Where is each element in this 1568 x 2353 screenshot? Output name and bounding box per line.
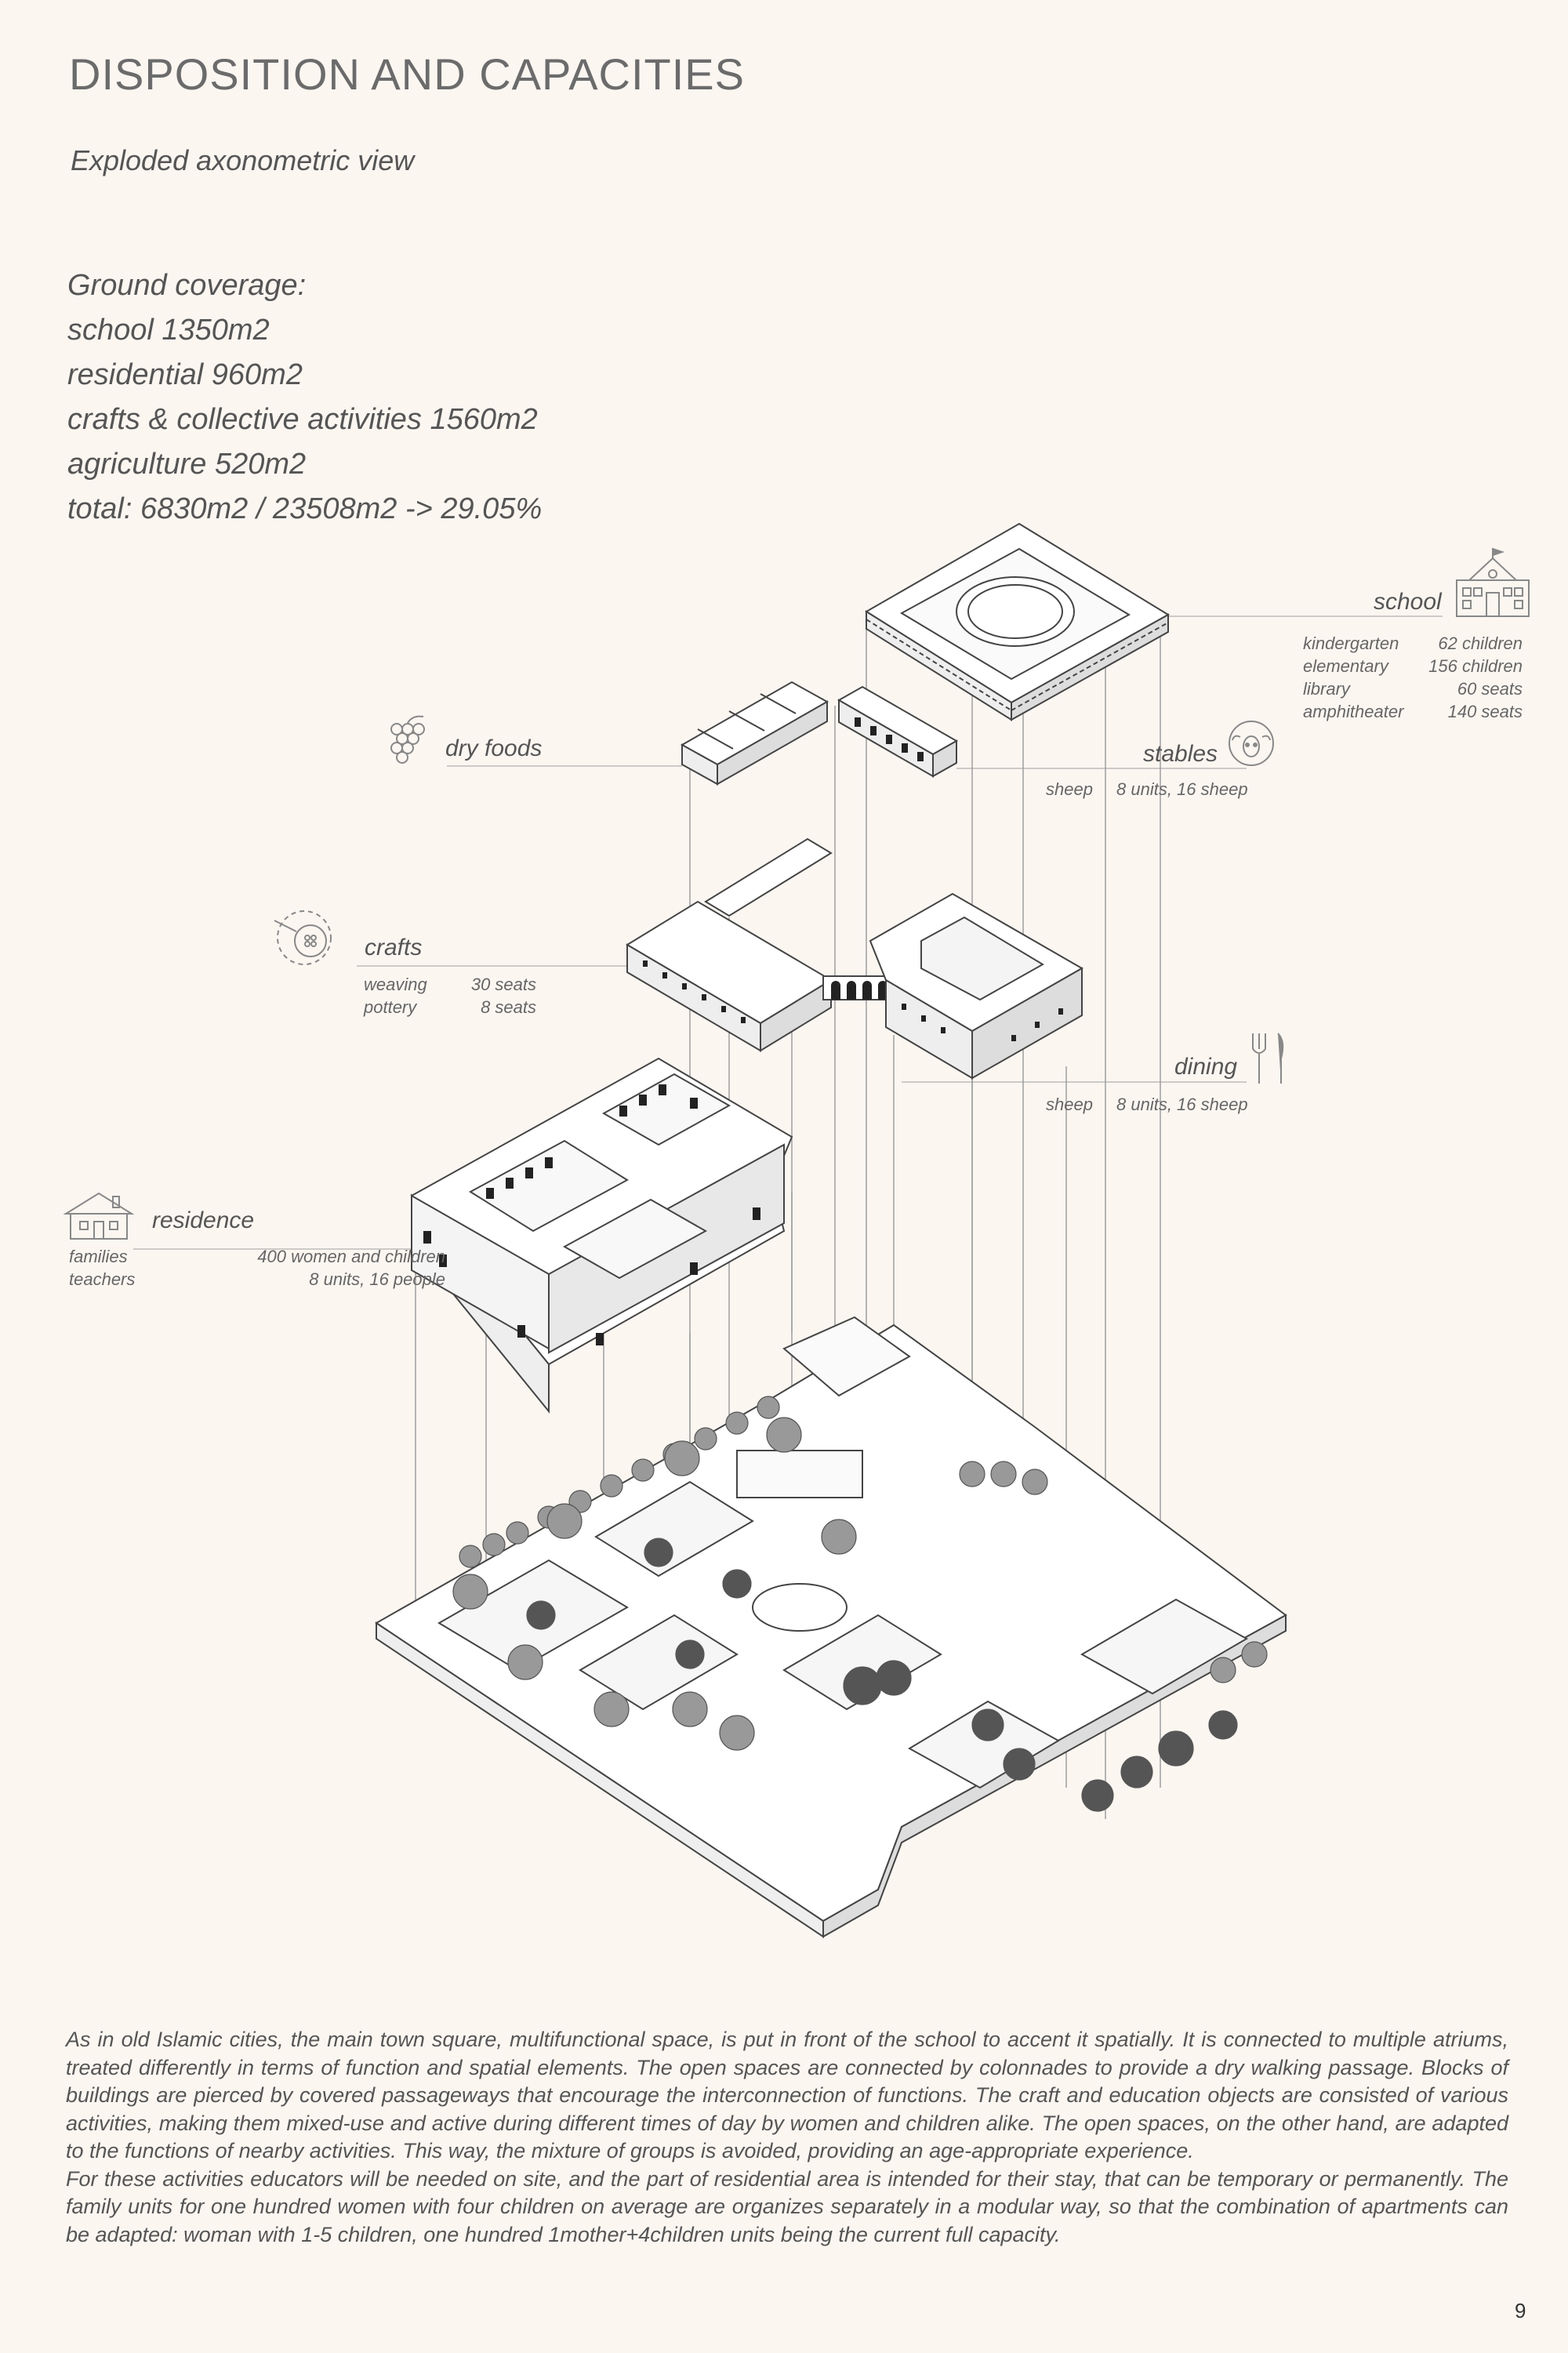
page-title: DISPOSITION AND CAPACITIES	[69, 49, 746, 99]
cap-value: 8 units, 16 people	[309, 1269, 445, 1289]
cap-key: families	[69, 1247, 128, 1266]
site-base	[375, 1316, 1287, 1938]
school-block	[865, 522, 1170, 721]
crafts-dining-block	[626, 837, 1084, 1080]
coverage-heading: Ground coverage:	[67, 269, 307, 302]
description-paragraph: As in old Islamic cities, the main town …	[66, 2028, 1508, 2162]
cap-value: 156 children	[1428, 656, 1523, 676]
cap-key: library	[1303, 679, 1350, 699]
dining-label: dining	[1174, 1054, 1238, 1080]
cap-value: 62 children	[1438, 634, 1523, 653]
house-icon	[63, 1192, 135, 1240]
school-capacities: kindergarten 62 children elementary 156 ch…	[1303, 632, 1523, 723]
cap-value: 400 women and children	[257, 1247, 445, 1266]
description-text: As in old Islamic cities, the main town …	[66, 2026, 1508, 2249]
cap-key: sheep	[1046, 779, 1093, 799]
cap-value: 140 seats	[1447, 702, 1523, 721]
coverage-line: crafts & collective activities 1560m2	[67, 403, 538, 436]
school-label: school	[1374, 589, 1442, 615]
coverage-line: school 1350m2	[67, 314, 270, 347]
crafts-capacities: weaving 30 seats pottery 8 seats	[364, 973, 536, 1019]
cap-value: 8 units, 16 sheep	[1116, 779, 1248, 799]
dining-capacities: sheep 8 units, 16 sheep	[1046, 1093, 1248, 1116]
cap-key: pottery	[364, 997, 417, 1017]
ground-coverage: Ground coverage: school 1350m2 residenti…	[67, 263, 542, 532]
residence-label: residence	[152, 1207, 255, 1233]
school-building-icon	[1456, 547, 1530, 617]
fork-knife-icon	[1252, 1033, 1284, 1084]
dry-foods-block	[680, 681, 829, 786]
cap-key: amphitheater	[1303, 702, 1404, 721]
crafts-yarn-icon	[274, 910, 332, 965]
dry-foods-label: dry foods	[445, 735, 543, 761]
page-subtitle: Exploded axonometric view	[71, 144, 415, 176]
stables-capacities: sheep 8 units, 16 sheep	[1046, 778, 1248, 801]
grapes-icon	[390, 715, 425, 764]
leader-lines	[133, 615, 1443, 1250]
crafts-label: crafts	[365, 935, 423, 960]
description-paragraph: For these activities educators will be n…	[66, 2166, 1508, 2246]
cap-key: teachers	[69, 1269, 136, 1289]
cap-value: 8 units, 16 sheep	[1116, 1095, 1248, 1114]
coverage-line: residential 960m2	[67, 358, 303, 391]
cap-value: 30 seats	[470, 975, 536, 994]
cap-key: kindergarten	[1303, 634, 1399, 653]
cap-key: elementary	[1303, 656, 1388, 676]
trees	[452, 1396, 1268, 1812]
stables-block	[837, 685, 959, 778]
cap-value: 8 seats	[481, 997, 536, 1017]
cap-value: 60 seats	[1457, 679, 1523, 699]
coverage-line: agriculture 520m2	[67, 448, 307, 481]
stables-label: stables	[1143, 741, 1218, 767]
cap-key: weaving	[364, 975, 427, 994]
residence-capacities: families 400 women and children teachers 8…	[69, 1245, 445, 1291]
sheep-icon	[1229, 721, 1274, 766]
coverage-line: total: 6830m2 / 23508m2 -> 29.05%	[67, 492, 543, 525]
residence-block	[410, 1057, 793, 1414]
page-number: 9	[1515, 2299, 1526, 2322]
cap-key: sheep	[1046, 1095, 1093, 1114]
